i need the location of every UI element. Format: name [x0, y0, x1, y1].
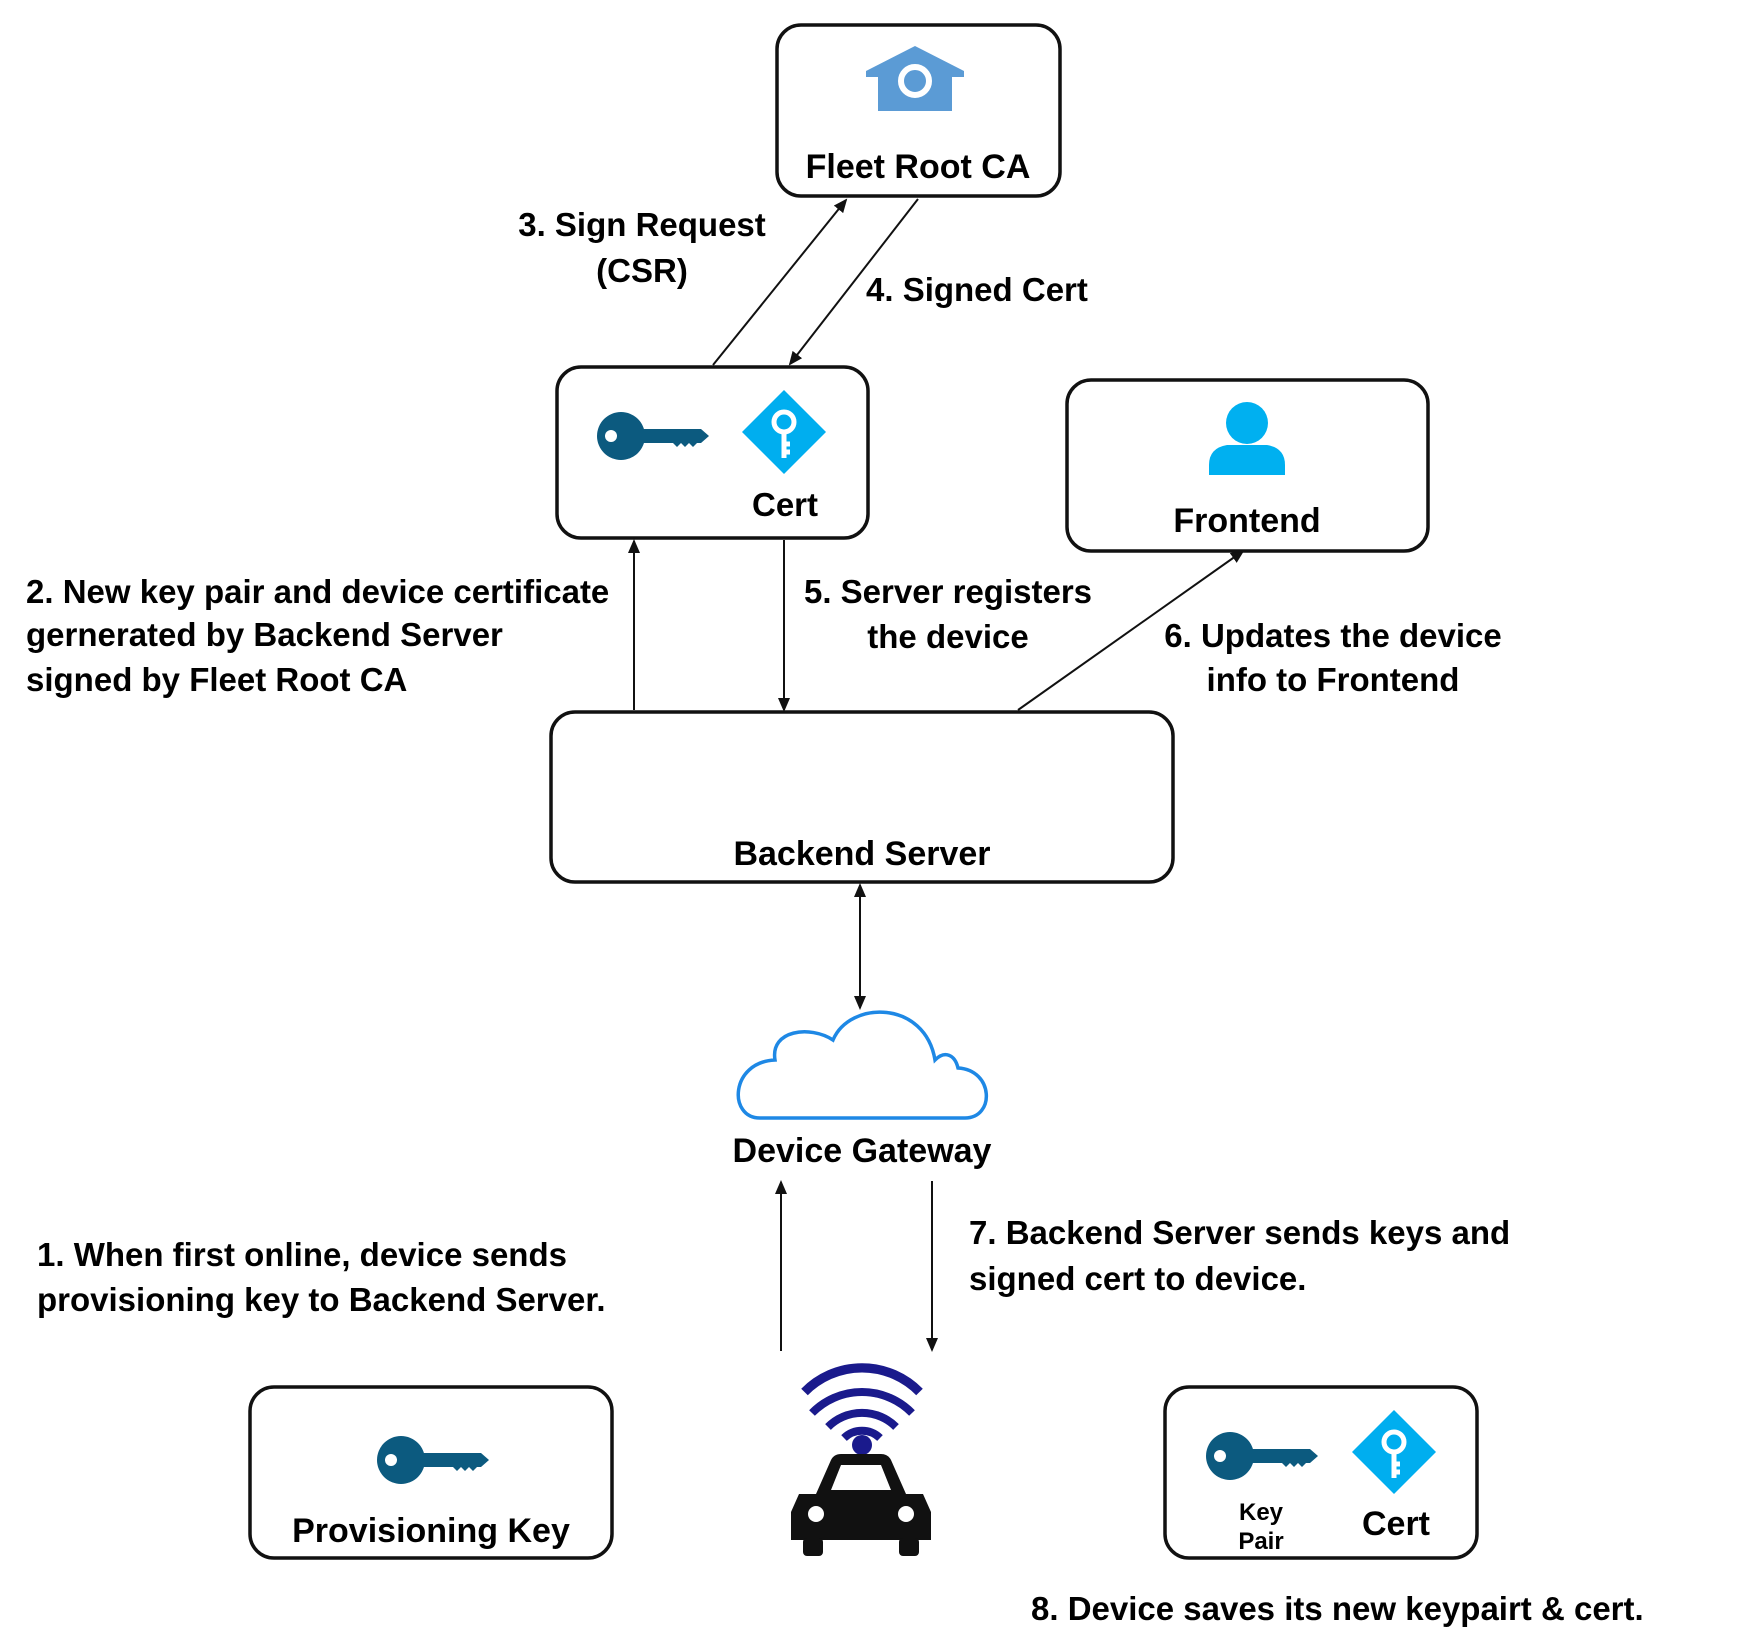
step-3-line1: 3. Sign Request — [518, 206, 766, 243]
user-icon — [1209, 402, 1285, 475]
fleet-root-ca-node[interactable]: Fleet Root CA — [775, 23, 1062, 198]
arrow-update-frontend — [1017, 549, 1245, 711]
provisioning-key-node[interactable]: Provisioning Key — [248, 1385, 614, 1560]
device-store-node[interactable]: Key Pair Cert — [1163, 1385, 1479, 1560]
key-pair-label-line1: Key — [1239, 1499, 1284, 1526]
car-icon — [791, 1454, 931, 1556]
step-5-line2: the device — [867, 618, 1028, 655]
step-3-annotation: 3. Sign Request (CSR) — [518, 206, 766, 289]
step-2-line3: signed by Fleet Root CA — [26, 661, 407, 698]
provisioning-key-label: Provisioning Key — [292, 1512, 570, 1550]
key-icon — [597, 412, 709, 460]
key-icon — [377, 1436, 489, 1484]
step-6-line1: 6. Updates the device — [1164, 617, 1501, 654]
step-2-line2: gernerated by Backend Server — [26, 616, 503, 653]
step-1-annotation: 1. When first online, device sends provi… — [37, 1236, 606, 1318]
cloud-icon — [736, 1010, 989, 1120]
step-5-line1: 5. Server registers — [804, 573, 1092, 610]
frontend-node[interactable]: Frontend — [1065, 378, 1430, 553]
device-gateway-label: Device Gateway — [733, 1132, 992, 1170]
step-1-line2: provisioning key to Backend Server. — [37, 1281, 606, 1318]
step-7-annotation: 7. Backend Server sends keys and signed … — [969, 1214, 1510, 1297]
step-6-annotation: 6. Updates the device info to Frontend — [1164, 617, 1501, 698]
ca-house-icon — [866, 46, 964, 111]
backend-server-label: Backend Server — [733, 835, 990, 873]
step-8-annotation: 8. Device saves its new keypairt & cert. — [1031, 1590, 1644, 1627]
key-icon — [1206, 1432, 1318, 1480]
frontend-label: Frontend — [1173, 502, 1320, 540]
arrow-signed-cert — [788, 198, 919, 366]
step-3-line2: (CSR) — [596, 252, 688, 289]
step-4-line1: 4. Signed Cert — [866, 271, 1088, 308]
step-7-line1: 7. Backend Server sends keys and — [969, 1214, 1510, 1251]
certificate-icon — [742, 390, 826, 474]
cert-box-node[interactable]: Cert — [555, 365, 870, 540]
certificate-icon — [1352, 1410, 1436, 1494]
step-5-annotation: 5. Server registers the device — [804, 573, 1092, 655]
wifi-icon — [801, 1363, 923, 1455]
cert-label: Cert — [752, 486, 818, 523]
device-cert-label: Cert — [1362, 1505, 1430, 1543]
step-6-line2: info to Frontend — [1207, 661, 1460, 698]
device-gateway-node[interactable]: Device Gateway — [733, 1010, 992, 1170]
key-pair-label-line2: Pair — [1238, 1528, 1283, 1555]
arrow-sign-request — [712, 198, 848, 366]
step-8-line1: 8. Device saves its new keypairt & cert. — [1031, 1590, 1644, 1627]
fleet-root-ca-label: Fleet Root CA — [806, 148, 1031, 186]
device-node[interactable] — [791, 1363, 931, 1556]
step-2-annotation: 2. New key pair and device certificate g… — [26, 573, 609, 698]
step-7-line2: signed cert to device. — [969, 1260, 1306, 1297]
step-1-line1: 1. When first online, device sends — [37, 1236, 567, 1273]
backend-server-node[interactable]: Backend Server — [549, 710, 1175, 884]
step-4-annotation: 4. Signed Cert — [866, 271, 1088, 308]
step-2-line1: 2. New key pair and device certificate — [26, 573, 609, 610]
